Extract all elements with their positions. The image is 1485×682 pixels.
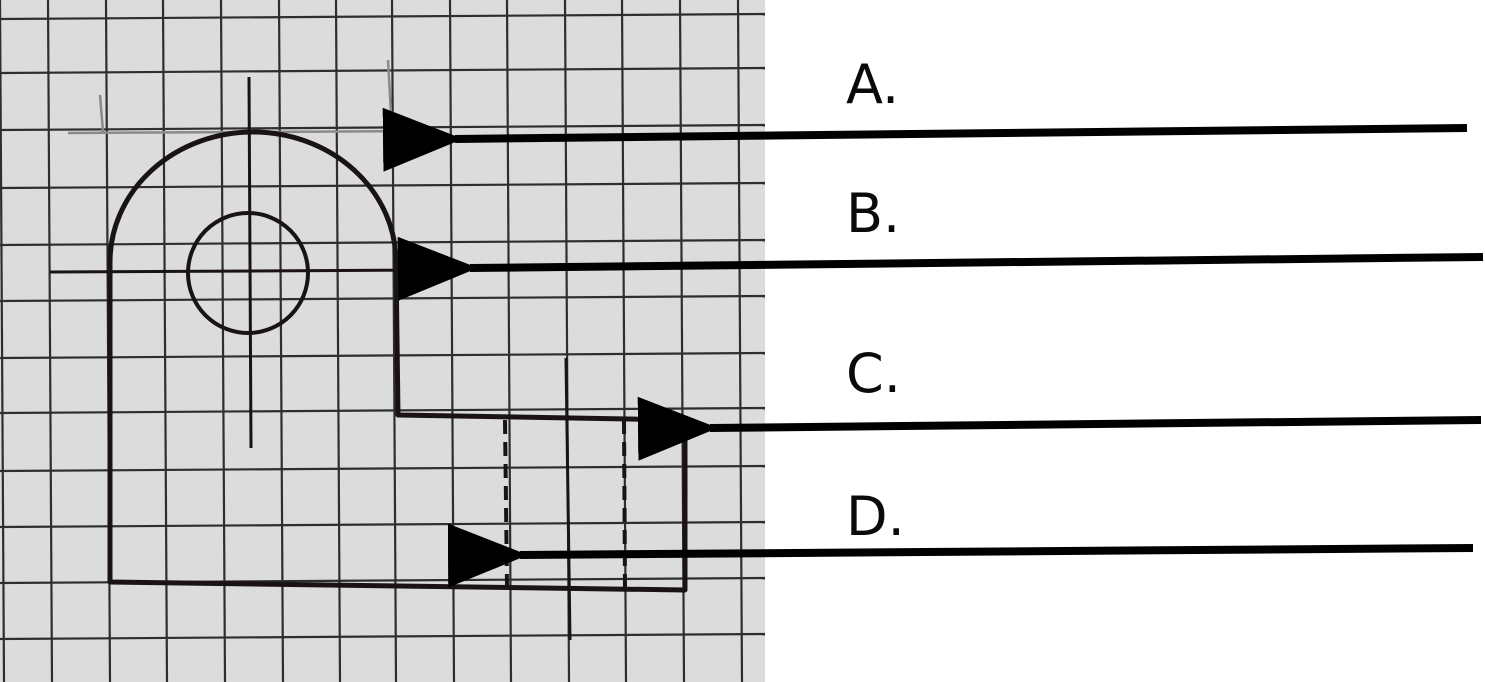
center-lines — [49, 76, 572, 641]
grid-line-horizontal — [0, 632, 766, 641]
arrow-a — [382, 107, 1468, 172]
grid-line-horizontal — [0, 181, 766, 190]
grid-line-vertical — [46, 0, 54, 682]
answer-labels: A. B. C. D. — [846, 53, 905, 548]
label-a: A. — [846, 53, 899, 116]
grid-line-horizontal — [0, 464, 766, 473]
label-b: B. — [846, 182, 900, 245]
grid-line-vertical — [620, 0, 628, 682]
grid-line-vertical — [161, 0, 169, 682]
arrow-d — [447, 523, 1474, 588]
hole-circle — [186, 211, 310, 335]
grid-line-vertical — [0, 0, 6, 682]
grid-line-vertical — [736, 0, 744, 682]
grid-line-horizontal — [0, 66, 766, 75]
grid-line-horizontal — [0, 520, 766, 529]
arrow-c — [637, 396, 1482, 461]
label-d: D. — [846, 485, 905, 548]
paper-background — [0, 0, 765, 682]
grid-line-horizontal — [0, 123, 766, 132]
grid-line-horizontal — [0, 238, 766, 247]
grid-line-vertical — [277, 0, 285, 682]
grid-line-horizontal — [0, 351, 766, 360]
graph-paper-photo — [0, 0, 766, 682]
label-c: C. — [846, 342, 901, 405]
grid-line-horizontal — [0, 406, 766, 415]
grid-line-horizontal — [0, 294, 766, 303]
grid-line-vertical — [219, 0, 227, 682]
part-outline — [107, 129, 688, 593]
arrow-b — [397, 236, 1484, 301]
leader-arrows — [382, 107, 1484, 588]
grid-line-vertical — [334, 0, 342, 682]
grid-line-horizontal — [0, 12, 766, 21]
